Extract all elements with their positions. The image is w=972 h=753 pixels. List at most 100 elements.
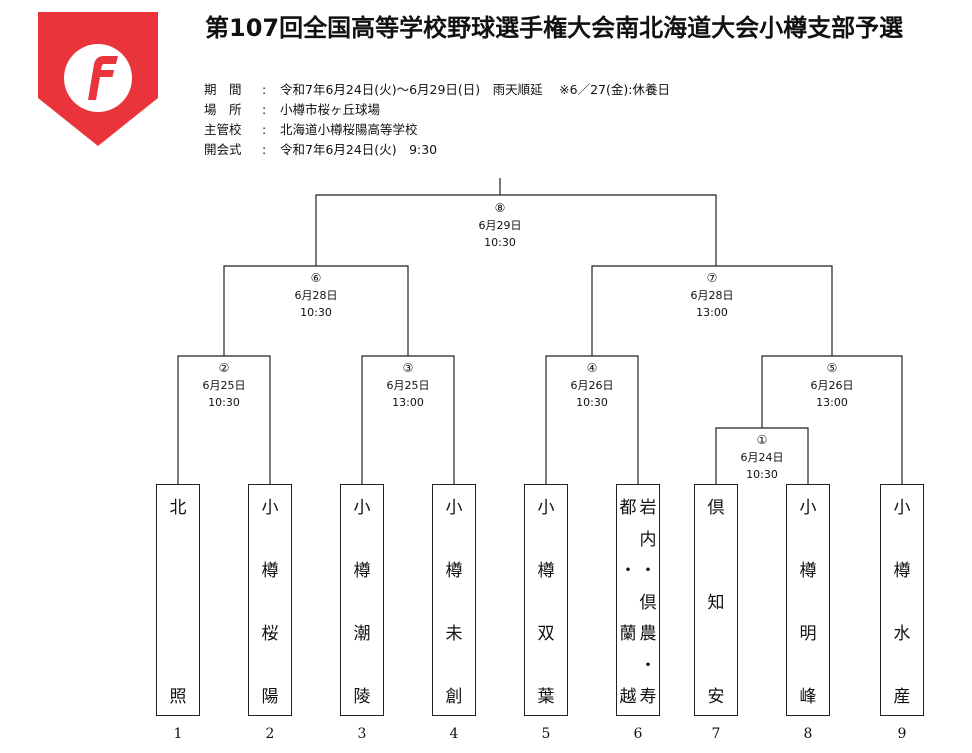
- team-char: 寿: [639, 687, 657, 707]
- match-date: 6月25日: [386, 379, 430, 392]
- team-char: ・: [639, 655, 657, 676]
- team-char: 葉: [537, 687, 555, 707]
- team-char: 樽: [445, 561, 463, 581]
- team-char: 都: [619, 498, 637, 518]
- team-box: 小樽未創: [432, 484, 476, 716]
- team-char: 北: [169, 498, 187, 518]
- slot-number: 8: [803, 726, 813, 742]
- info-label: 開会式: [204, 142, 242, 157]
- match-time: 13:00: [816, 396, 848, 409]
- team-char: 峰: [799, 687, 817, 707]
- info-period: 期 間 : 令和7年6月24日(火)～6月29日(日) 雨天順延 ※6／27(金…: [204, 80, 670, 100]
- slot-number: 4: [449, 726, 459, 742]
- match-date: 6月28日: [294, 289, 338, 302]
- info-host: 主管校 : 北海道小樽桜陽高等学校: [204, 120, 670, 140]
- match-number: ②: [218, 361, 230, 375]
- match-date: 6月25日: [202, 379, 246, 392]
- team-box: 小樽潮陵: [340, 484, 384, 716]
- team-char: ・: [639, 561, 657, 581]
- team-name: 岩内・倶農・寿: [637, 493, 659, 707]
- team-box: 小樽桜陽: [248, 484, 292, 716]
- team-char: 小: [445, 498, 463, 518]
- match-4: ④ 6月26日 10:30: [547, 360, 637, 411]
- team-name: 小樽未創: [443, 493, 465, 707]
- info-label: 場 所: [204, 102, 242, 117]
- info-value: 北海道小樽桜陽高等学校: [280, 122, 418, 137]
- team-char: 双: [537, 624, 555, 644]
- match-number: ③: [402, 361, 414, 375]
- match-time: 10:30: [300, 306, 332, 319]
- info-value: 令和7年6月24日(火)～6月29日(日) 雨天順延 ※6／27(金):休養日: [280, 82, 670, 97]
- team-char: 倶: [639, 592, 657, 613]
- team-char: 産: [893, 687, 911, 707]
- slot-number: 6: [633, 726, 643, 742]
- match-time: 13:00: [696, 306, 728, 319]
- team-box: 小樽水産: [880, 484, 924, 716]
- match-number: ⑦: [706, 271, 718, 285]
- slot-number: 5: [541, 726, 551, 742]
- match-7: ⑦ 6月28日 13:00: [667, 270, 757, 321]
- team-box: 都・蘭越岩内・倶農・寿: [616, 484, 660, 716]
- info-venue: 場 所 : 小樽市桜ヶ丘球場: [204, 100, 670, 120]
- team-name: 小樽明峰: [797, 493, 819, 707]
- event-info: 期 間 : 令和7年6月24日(火)～6月29日(日) 雨天順延 ※6／27(金…: [204, 80, 670, 160]
- team-char: 潮: [353, 624, 371, 644]
- team-name: 都・蘭越: [617, 493, 639, 707]
- team-char: 明: [799, 624, 817, 644]
- team-char: 蘭: [619, 624, 637, 644]
- slot-number: 2: [265, 726, 275, 742]
- match-number: ⑤: [826, 361, 838, 375]
- team-char: 安: [707, 687, 725, 707]
- match-time: 10:30: [576, 396, 608, 409]
- team-char: 岩: [639, 498, 657, 518]
- match-1: ① 6月24日 10:30: [717, 432, 807, 483]
- team-box: 北照: [156, 484, 200, 716]
- team-char: 小: [799, 498, 817, 518]
- info-opening: 開会式 : 令和7年6月24日(火) 9:30: [204, 140, 670, 160]
- match-number: ④: [586, 361, 598, 375]
- team-name: 北照: [167, 493, 189, 707]
- page-title: 第107回全国高等学校野球選手権大会南北海道大会小樽支部予選: [205, 14, 904, 42]
- info-label: 主管校: [204, 122, 242, 137]
- team-name: 小樽双葉: [535, 493, 557, 707]
- slot-number: 7: [711, 726, 721, 742]
- info-value: 令和7年6月24日(火) 9:30: [280, 142, 438, 157]
- team-char: 樽: [537, 561, 555, 581]
- match-5: ⑤ 6月26日 13:00: [787, 360, 877, 411]
- team-char: 樽: [261, 561, 279, 581]
- match-8: ⑧ 6月29日 10:30: [455, 200, 545, 251]
- info-label: 期 間: [204, 82, 242, 97]
- info-value: 小樽市桜ヶ丘球場: [280, 102, 381, 117]
- match-2: ② 6月25日 10:30: [179, 360, 269, 411]
- slot-number: 1: [173, 726, 183, 742]
- team-char: 倶: [707, 498, 725, 518]
- match-date: 6月28日: [690, 289, 734, 302]
- team-name: 小樽水産: [891, 493, 913, 707]
- team-char: 樽: [893, 561, 911, 581]
- team-char: 小: [537, 498, 555, 518]
- team-char: 小: [261, 498, 279, 518]
- match-number: ⑧: [494, 201, 506, 215]
- team-char: 水: [893, 624, 911, 644]
- team-name: 小樽桜陽: [259, 493, 281, 707]
- team-char: 小: [353, 498, 371, 518]
- team-char: 創: [445, 687, 463, 707]
- match-number: ①: [756, 433, 768, 447]
- team-box: 小樽双葉: [524, 484, 568, 716]
- match-time: 13:00: [392, 396, 424, 409]
- team-char: 樽: [353, 561, 371, 581]
- team-char: 農: [639, 624, 657, 644]
- team-char: 桜: [261, 624, 279, 644]
- team-char: 内: [639, 529, 657, 550]
- slot-number: 3: [357, 726, 367, 742]
- team-char: 未: [445, 624, 463, 644]
- match-date: 6月24日: [740, 451, 784, 464]
- slot-number: 9: [897, 726, 907, 742]
- team-char: 照: [169, 687, 187, 707]
- match-6: ⑥ 6月28日 10:30: [271, 270, 361, 321]
- match-time: 10:30: [208, 396, 240, 409]
- team-box: 倶知安: [694, 484, 738, 716]
- team-box: 小樽明峰: [786, 484, 830, 716]
- match-time: 10:30: [484, 236, 516, 249]
